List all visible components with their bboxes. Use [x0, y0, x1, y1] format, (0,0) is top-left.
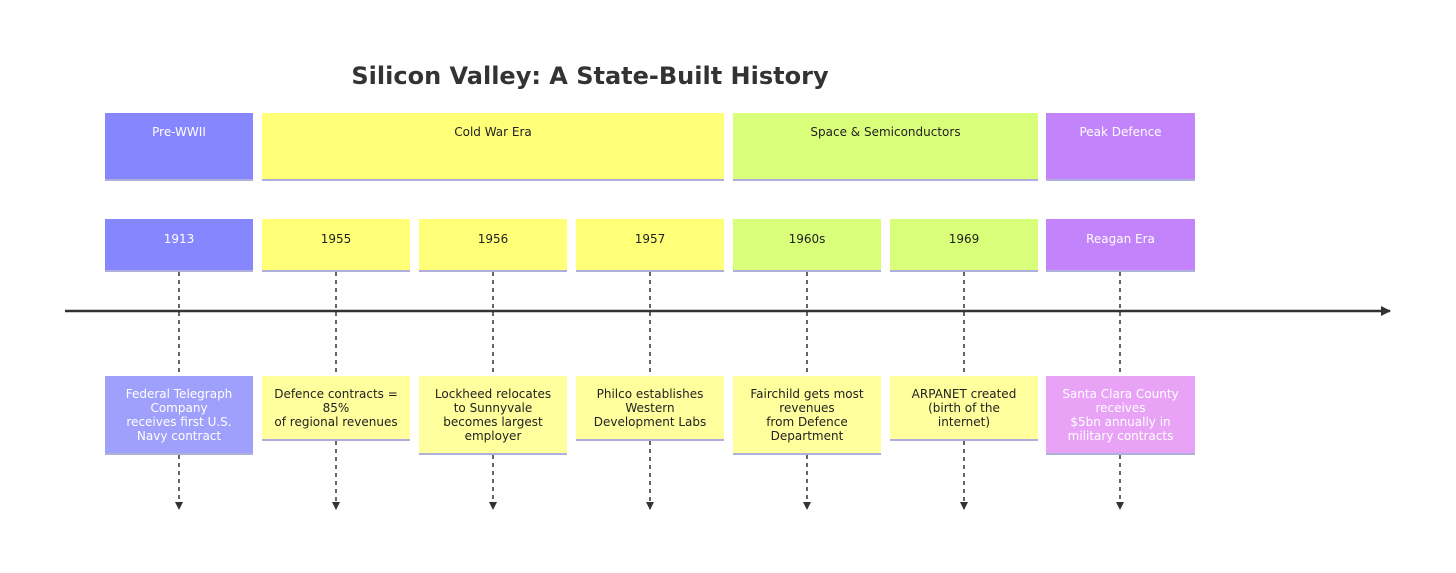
event-text-line: Development Labs	[593, 414, 707, 429]
event-santa-clara: Santa Clara County receives $5bn annuall…	[1046, 376, 1195, 453]
section-label: Peak Defence	[1079, 125, 1162, 139]
event-text-line: Lockheed relocates	[434, 386, 552, 401]
diagram-title: Silicon Valley: A State-Built History	[351, 62, 829, 90]
event-text-line: from Defence	[766, 414, 848, 429]
period-reagan-era: Reagan Era	[1046, 219, 1195, 270]
event-lockheed: Lockheed relocates to Sunnyvale becomes …	[419, 376, 567, 453]
period-label: Reagan Era	[1086, 232, 1155, 246]
event-text-line: of regional revenues	[274, 414, 398, 429]
event-text-line: Department	[770, 428, 844, 443]
event-text-line: ARPANET created	[911, 386, 1017, 401]
period-label: 1960s	[788, 232, 826, 246]
event-fairchild: Fairchild gets most revenues from Defenc…	[733, 376, 881, 453]
event-text-line: Company	[150, 400, 208, 415]
event-text-line: internet)	[937, 414, 991, 429]
event-text-line: Navy contract	[136, 428, 222, 443]
period-label: 1955	[320, 232, 352, 246]
event-text-line: Fairchild gets most	[750, 386, 864, 401]
period-1955: 1955	[262, 219, 410, 270]
event-text-line: Santa Clara County	[1062, 386, 1179, 401]
period-label: 1956	[477, 232, 509, 246]
period-1913: 1913	[105, 219, 253, 270]
section-pre-wwii: Pre-WWII	[105, 113, 253, 179]
period-1956: 1956	[419, 219, 567, 270]
section-space-semiconductors: Space & Semiconductors	[733, 113, 1038, 179]
event-federal-telegraph: Federal Telegraph Company receives first…	[105, 376, 253, 453]
event-philco: Philco establishes Western Development L…	[576, 376, 724, 439]
section-label: Pre-WWII	[152, 125, 206, 139]
period-label: 1913	[163, 232, 195, 246]
section-label: Space & Semiconductors	[810, 125, 961, 139]
period-1969: 1969	[890, 219, 1038, 270]
event-text-line: (birth of the	[928, 400, 1000, 415]
section-cold-war-era: Cold War Era	[262, 113, 724, 179]
event-text-line: Federal Telegraph	[125, 386, 233, 401]
event-text-line: receives	[1095, 400, 1146, 415]
event-text-line: to Sunnyvale	[453, 400, 533, 415]
section-label: Cold War Era	[454, 125, 532, 139]
period-label: 1957	[634, 232, 666, 246]
event-defence-contracts: Defence contracts = 85% of regional reve…	[262, 376, 410, 439]
period-1960s: 1960s	[733, 219, 881, 270]
event-text-line: $5bn annually in	[1070, 414, 1171, 429]
event-arpanet: ARPANET created (birth of the internet)	[890, 376, 1038, 439]
event-text-line: becomes largest	[443, 414, 543, 429]
event-text-line: military contracts	[1067, 428, 1174, 443]
event-text-line: revenues	[779, 400, 835, 415]
event-text-line: receives first U.S.	[126, 414, 232, 429]
period-label: 1969	[948, 232, 980, 246]
section-peak-defence: Peak Defence	[1046, 113, 1195, 179]
event-text-line: Western	[625, 400, 675, 415]
event-text-line: Philco establishes	[596, 386, 704, 401]
period-1957: 1957	[576, 219, 724, 270]
event-text-line: 85%	[322, 400, 350, 415]
event-text-line: Defence contracts =	[274, 386, 398, 401]
event-text-line: employer	[464, 428, 522, 443]
connector-lines	[175, 272, 1124, 510]
